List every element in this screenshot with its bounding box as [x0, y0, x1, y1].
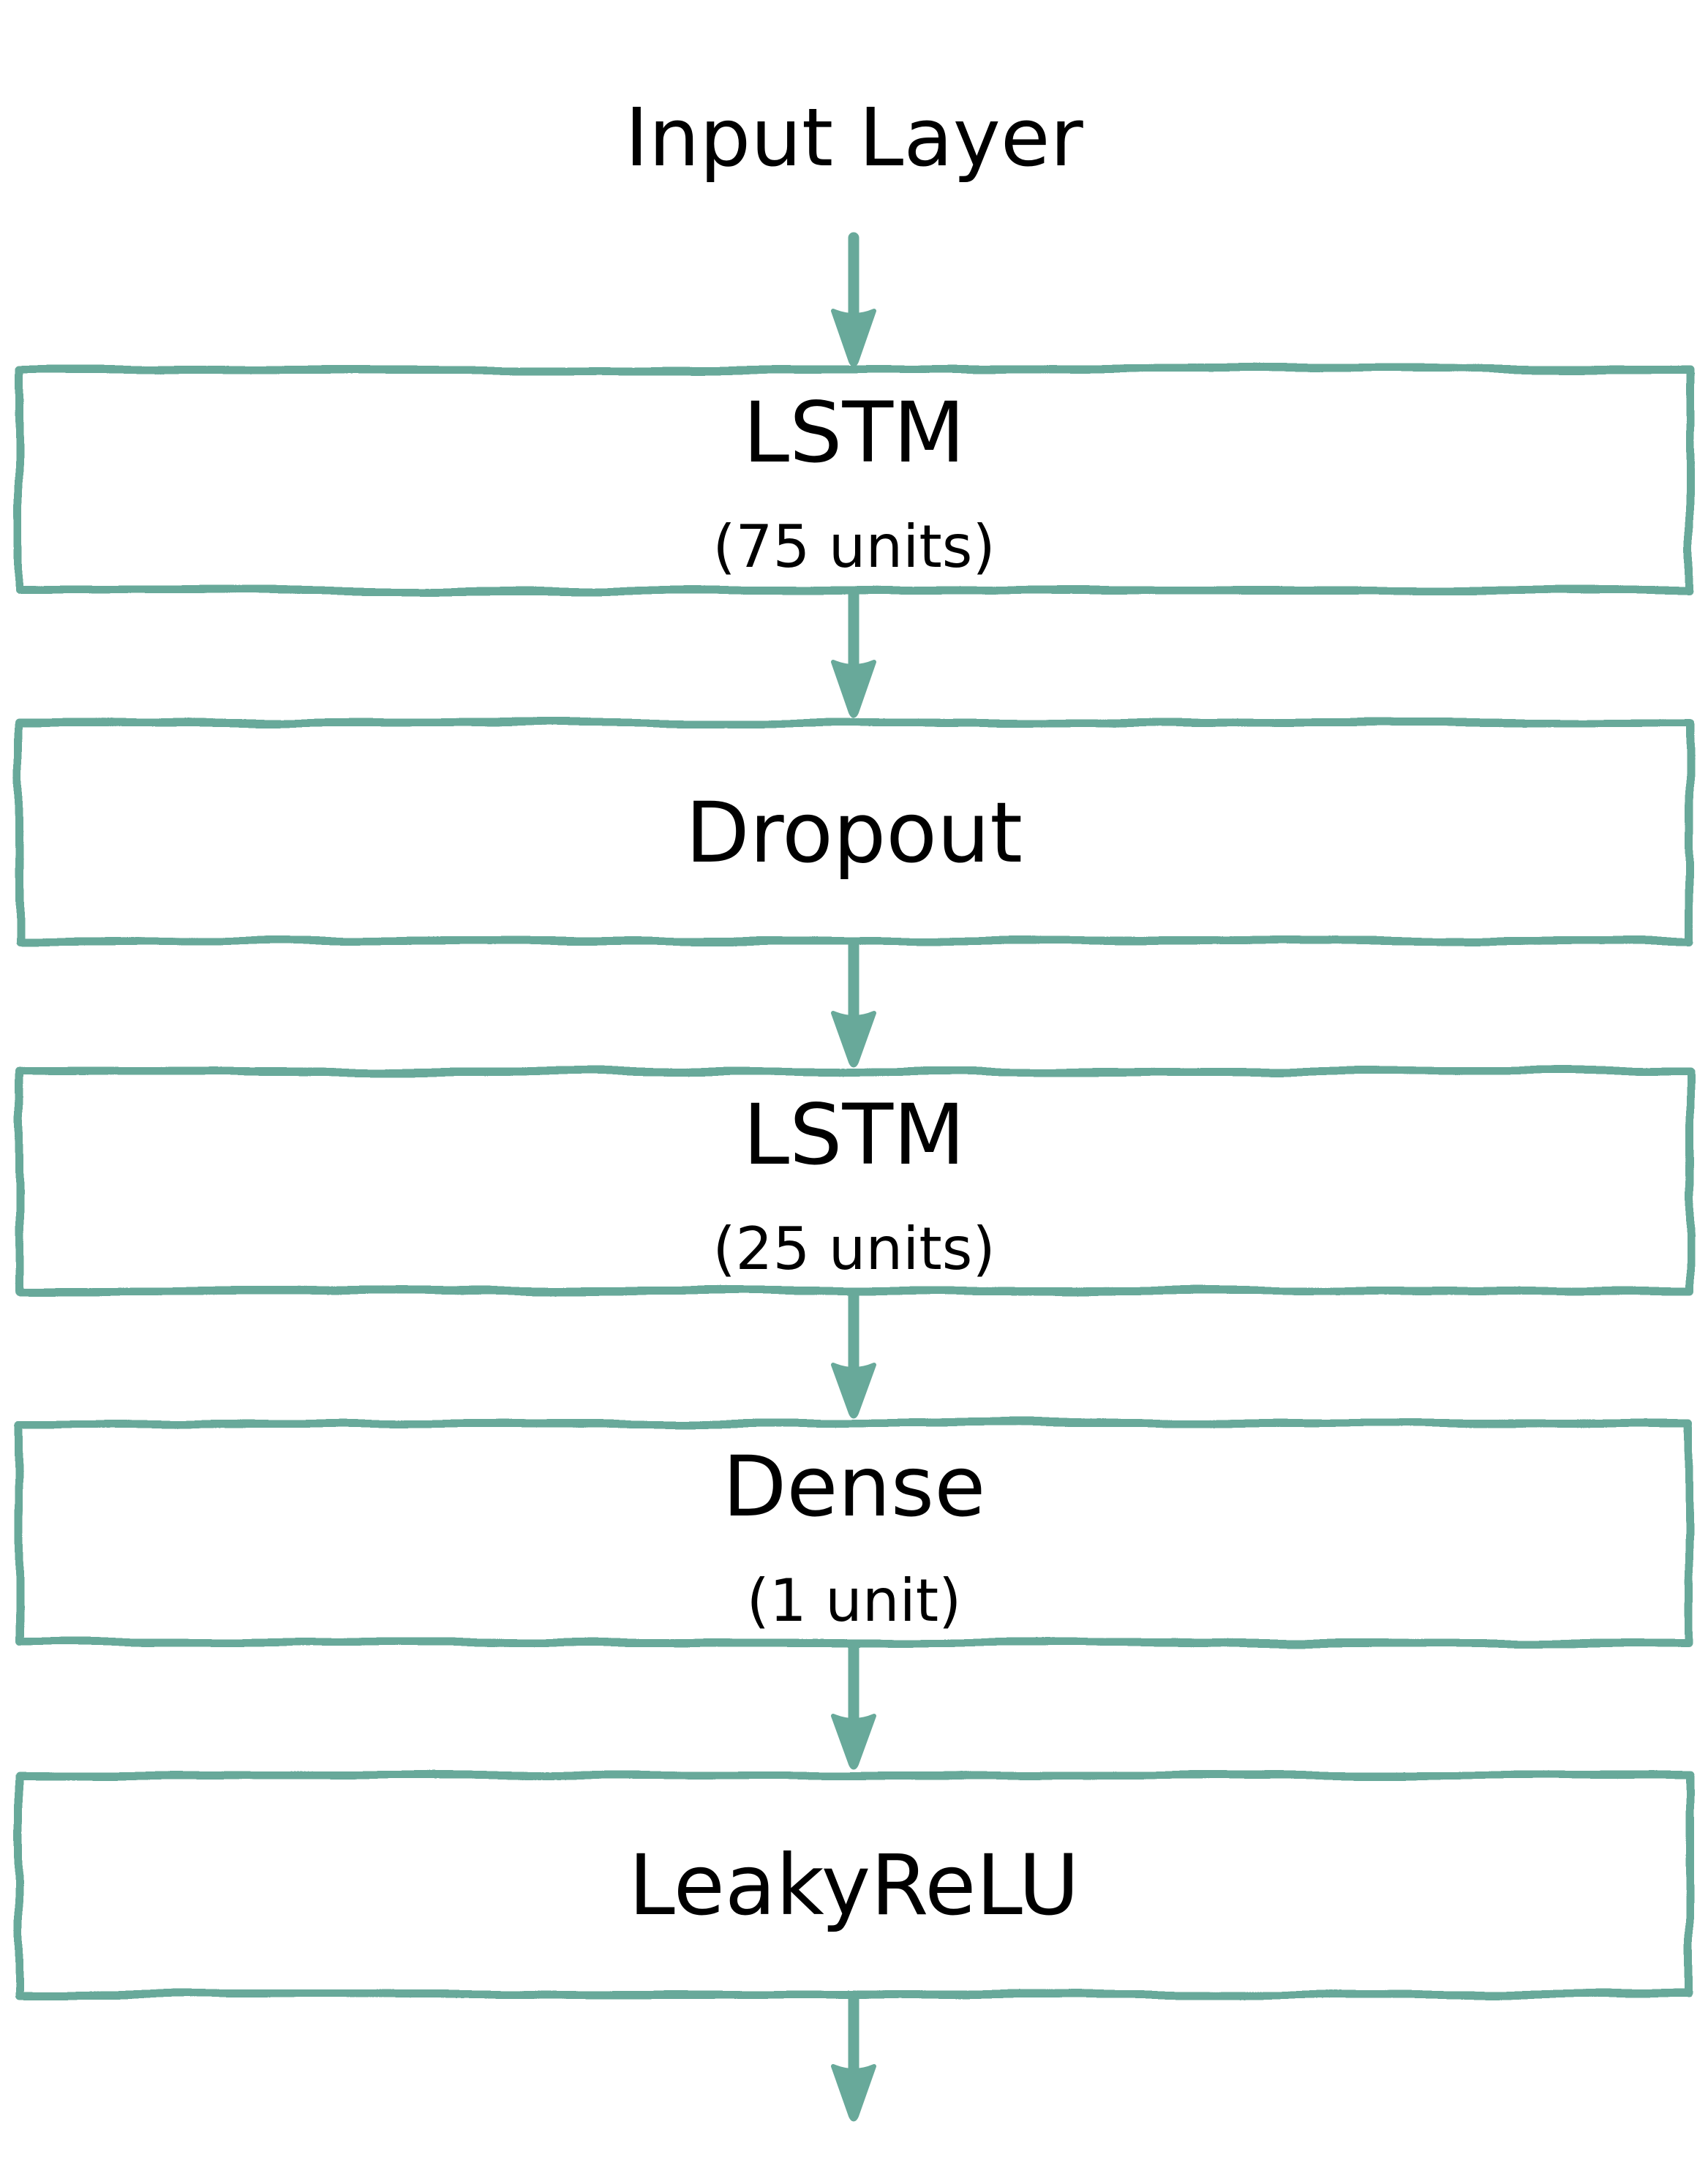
layer-box-lstm-1: LSTM (75 units) [18, 369, 1690, 590]
layer-name: Dropout [685, 784, 1023, 881]
down-arrow-icon [831, 232, 876, 367]
layer-name: Dense [722, 1438, 986, 1535]
layer-units: (1 unit) [746, 1567, 962, 1635]
layer-box-dense: Dense (1 unit) [18, 1423, 1690, 1644]
layer-box-lstm-2: LSTM (25 units) [18, 1072, 1690, 1292]
layer-box-dropout: Dropout [18, 723, 1690, 944]
layer-units: (25 units) [712, 1215, 996, 1283]
down-arrow-icon [831, 1288, 876, 1419]
layer-units: (75 units) [712, 513, 996, 581]
down-arrow-icon [831, 1991, 876, 2122]
down-arrow-icon [831, 587, 876, 718]
layer-name: LSTM [742, 1086, 966, 1183]
layer-box-leakyrelu: LeakyReLU [18, 1775, 1690, 1996]
down-arrow-icon [831, 937, 876, 1068]
down-arrow-icon [831, 1639, 876, 1770]
diagram-title: Input Layer [625, 91, 1083, 184]
layer-name: LSTM [742, 384, 966, 481]
layer-name: LeakyReLU [628, 1837, 1080, 1934]
